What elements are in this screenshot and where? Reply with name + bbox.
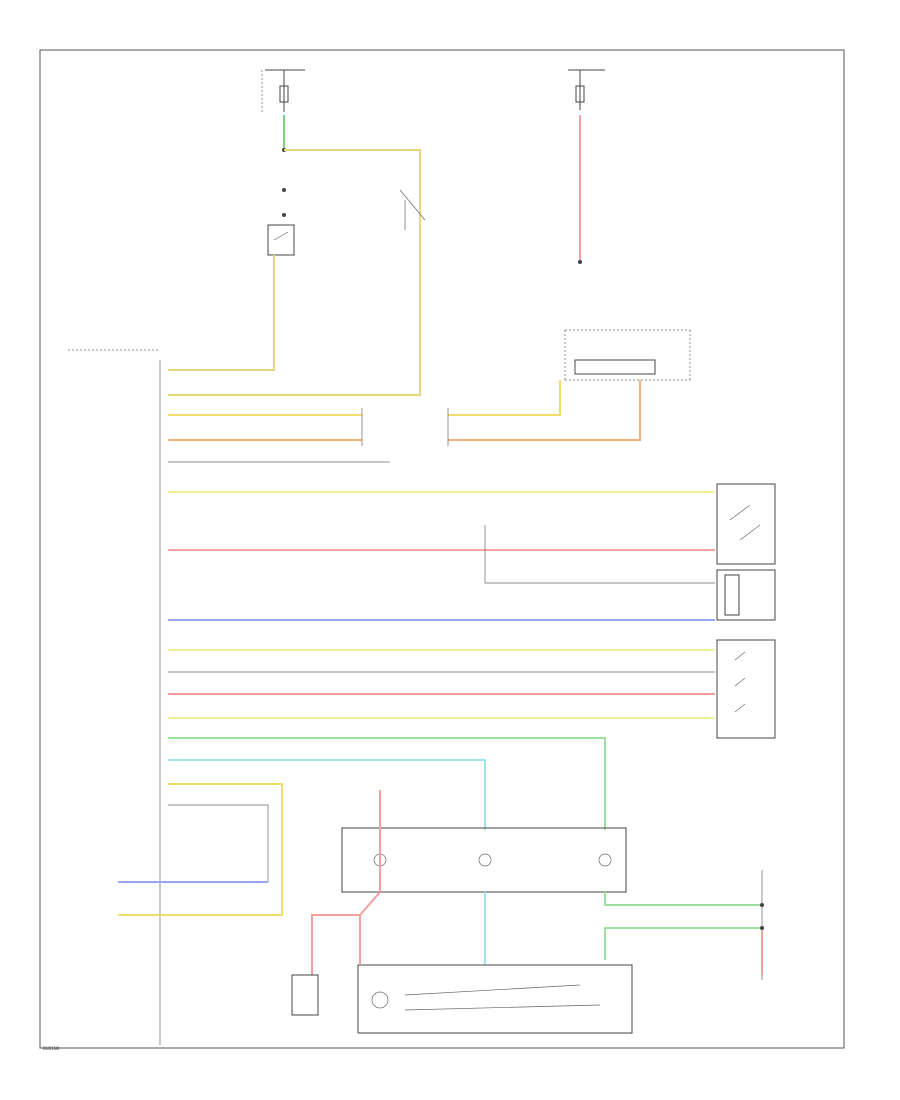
control-module-top bbox=[564, 329, 691, 381]
diagram-border bbox=[39, 49, 845, 1049]
harness-wires bbox=[118, 380, 715, 916]
power-feed bbox=[261, 69, 605, 264]
left-connector bbox=[68, 349, 161, 1045]
speed-control-module bbox=[341, 790, 762, 965]
right-switches bbox=[716, 483, 776, 739]
brake-switch bbox=[168, 149, 426, 396]
servo-assembly bbox=[291, 891, 633, 1034]
inline-connector bbox=[361, 408, 449, 446]
diagram-id: BU01N0 bbox=[43, 1046, 60, 1051]
ground-circuit bbox=[604, 870, 764, 980]
